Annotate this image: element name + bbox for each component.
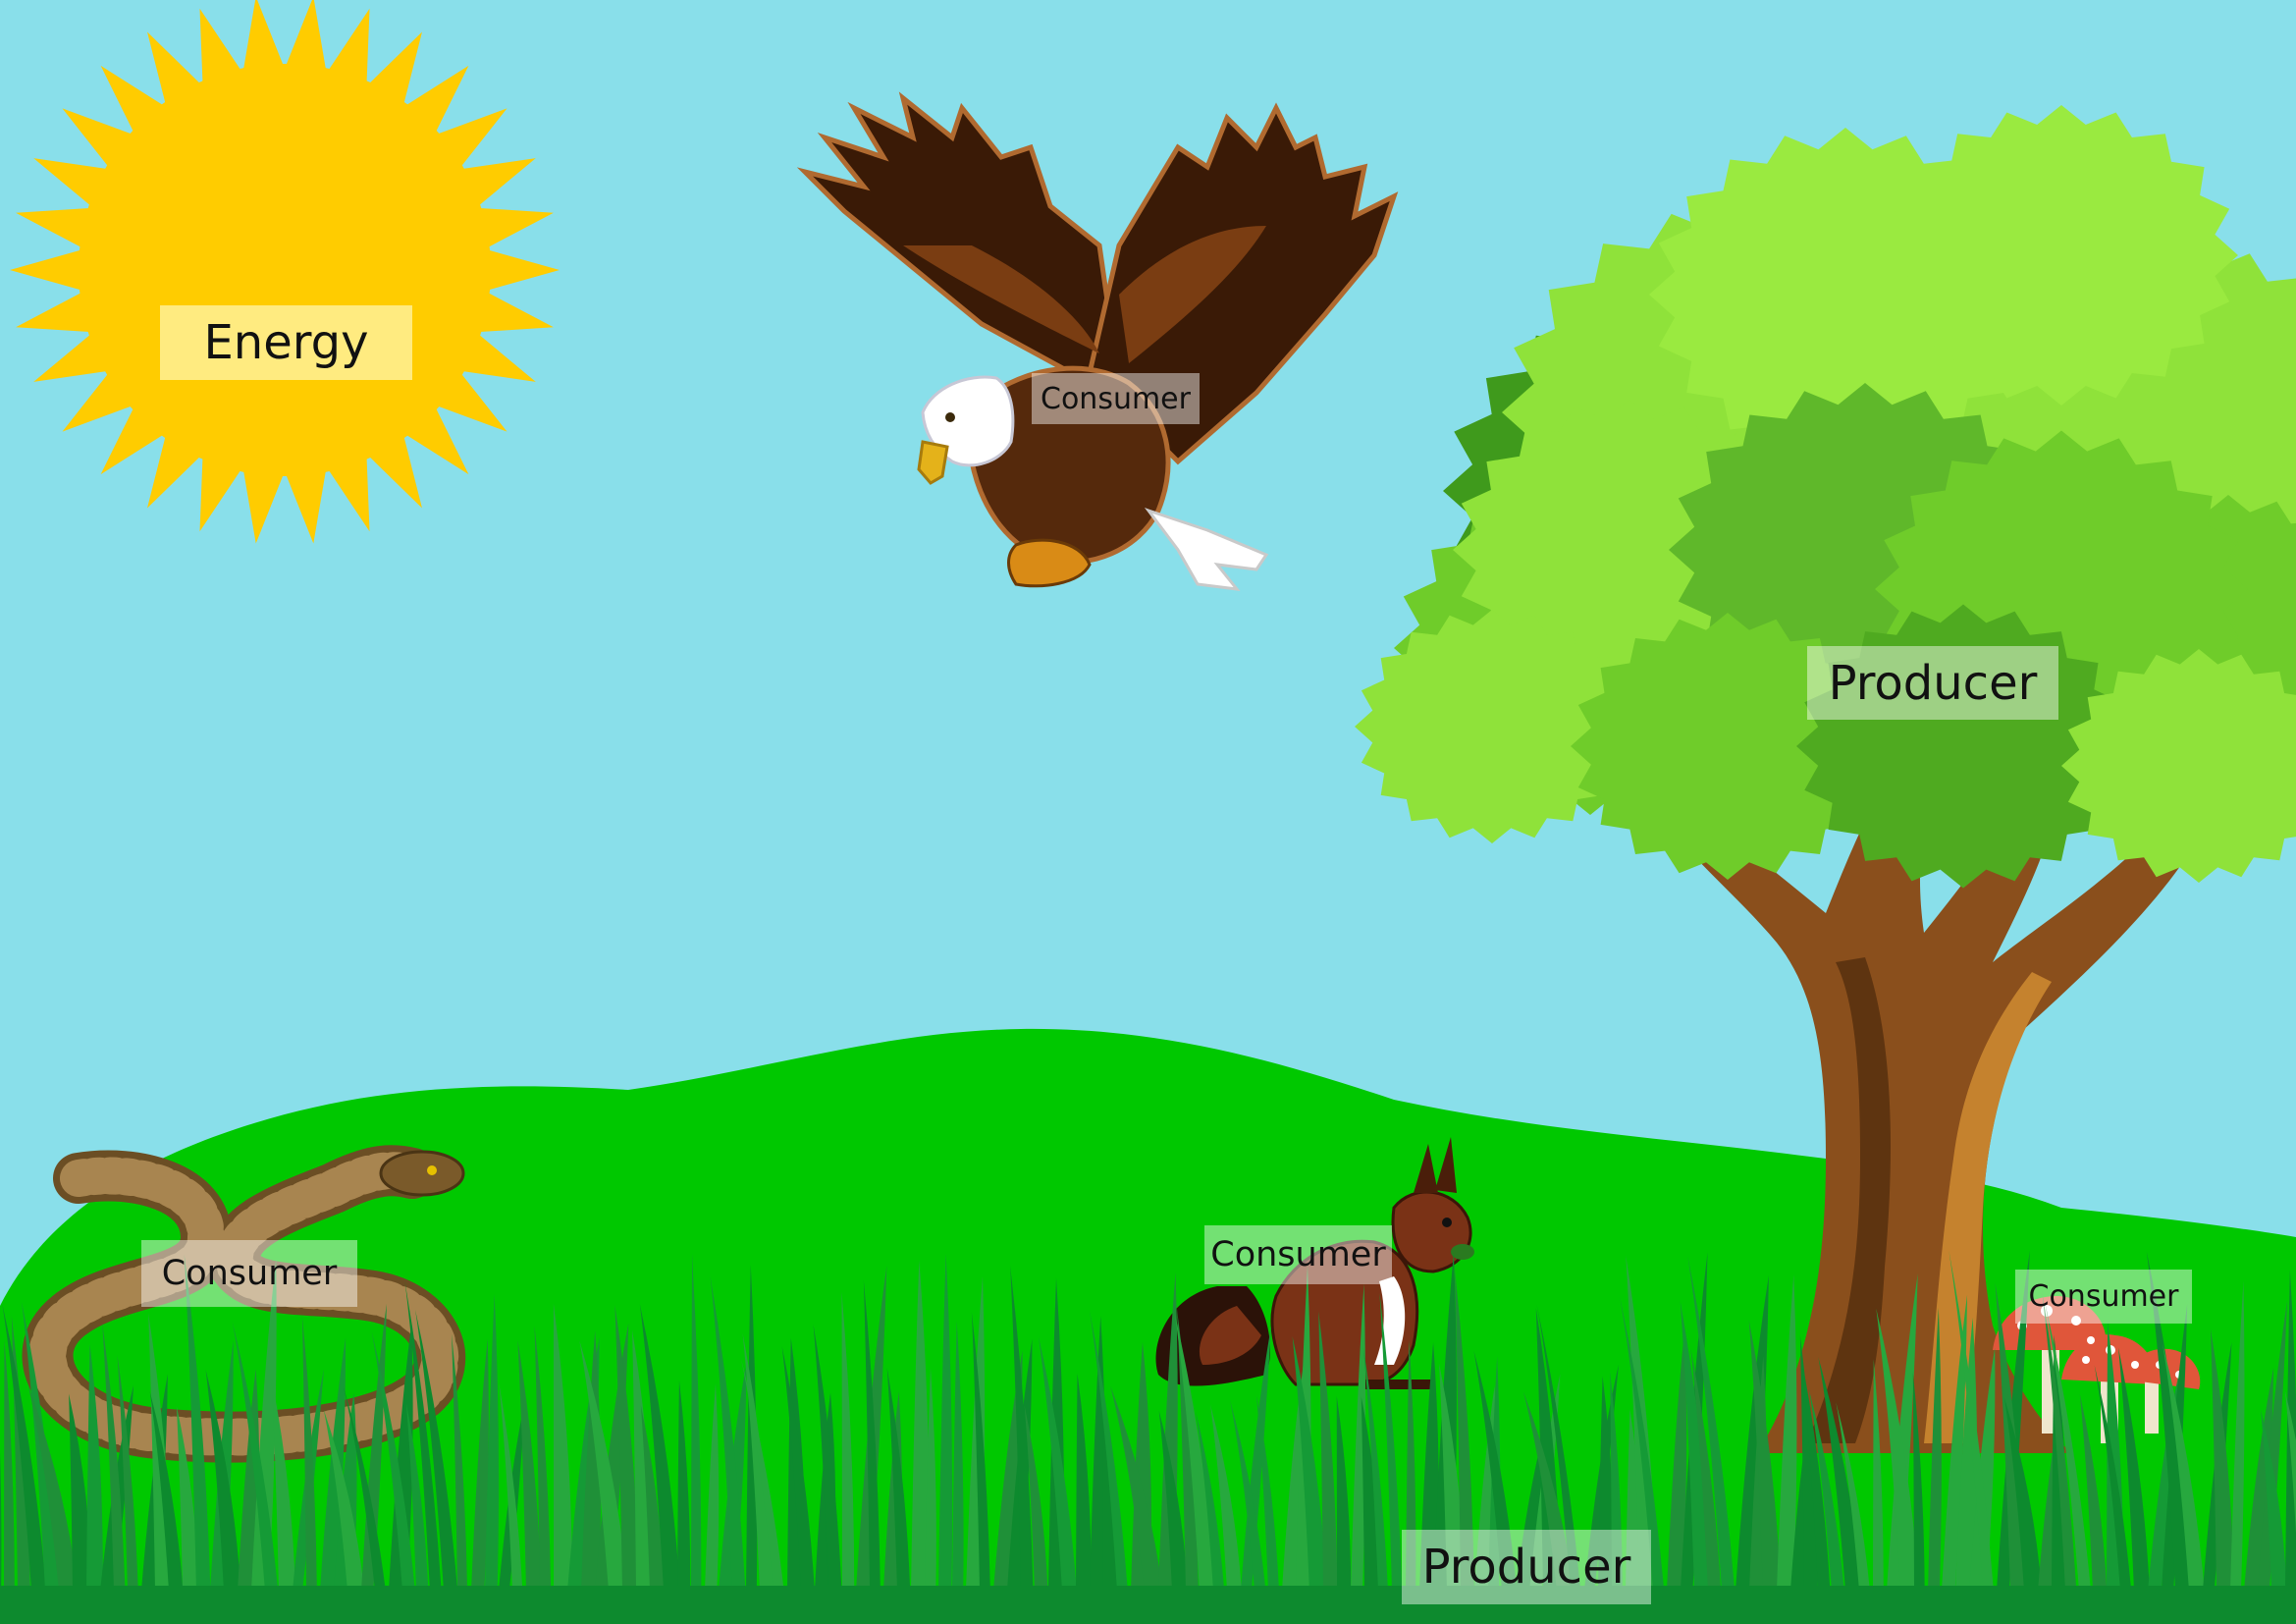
grass-producer-label: Producer: [1402, 1530, 1651, 1604]
mushroom-consumer-label: Consumer: [2015, 1270, 2192, 1324]
squirrel-consumer-label: Consumer: [1204, 1225, 1392, 1284]
energy-label: Energy: [160, 305, 412, 380]
grass-icon: [0, 1250, 2296, 1624]
snake-consumer-label: Consumer: [141, 1240, 357, 1307]
eagle-consumer-label: Consumer: [1032, 373, 1200, 424]
snake-icon: [22, 1145, 466, 1463]
tree-producer-label: Producer: [1807, 646, 2058, 720]
eagle-icon: [796, 91, 1399, 591]
tree-icon: [1355, 105, 2296, 1453]
